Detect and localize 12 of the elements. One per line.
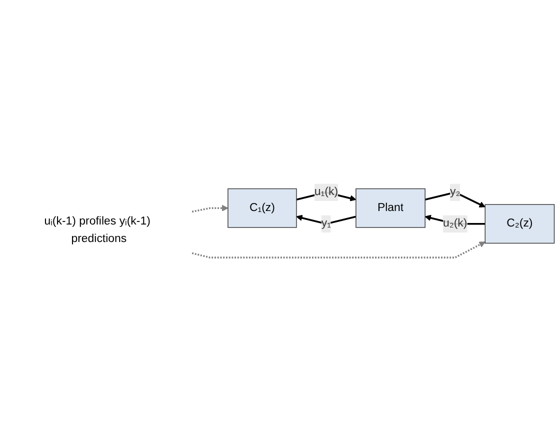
node-box: Plant [356, 188, 426, 228]
node-text: uᵢ(k-1) profiles yᵢ(k-1) predictions [44, 215, 150, 245]
node-box: C₂(z) [484, 204, 555, 244]
edge-label: u₂(k) [443, 217, 468, 230]
edge-label: u₁(k) [314, 186, 338, 198]
edge-label: y₁ [321, 217, 332, 230]
arrow [192, 204, 228, 213]
edge-label: y₂ [450, 186, 460, 198]
arrow [424, 191, 486, 208]
node-box: C₁(z) [228, 188, 297, 228]
arrow [296, 214, 356, 225]
arrow [192, 242, 486, 258]
